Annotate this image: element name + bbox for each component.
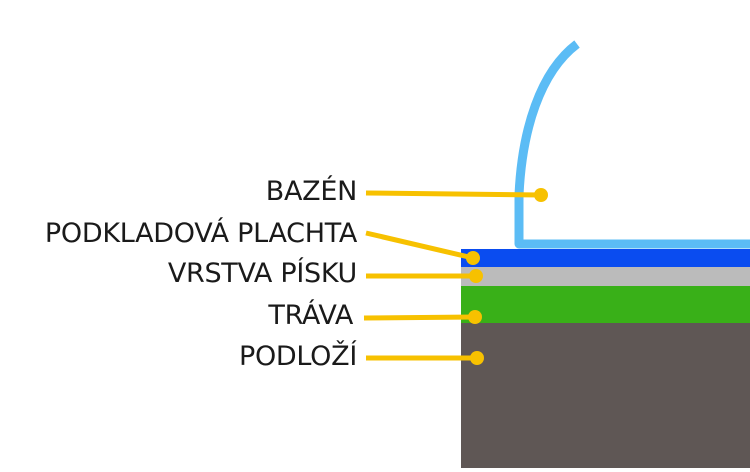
leader-vrstva-pisku <box>366 269 483 283</box>
marker-podlozi <box>470 351 484 365</box>
label-podkladova-plachta: PODKLADOVÁ PLACHTA <box>44 218 357 249</box>
marker-trava <box>468 310 482 324</box>
underlay-sheet-layer <box>461 249 750 267</box>
marker-bazen <box>534 188 548 202</box>
label-vrstva-pisku: VRSTVA PÍSKU <box>167 258 357 289</box>
pool-wall <box>514 40 750 249</box>
label-bazen: BAZÉN <box>265 176 358 207</box>
label-podlozi: PODLOŽÍ <box>238 341 357 372</box>
label-trava: TRÁVA <box>268 300 353 331</box>
grass-layer <box>461 286 750 323</box>
leader-bazen <box>365 188 548 202</box>
subsoil-layer <box>461 323 750 468</box>
marker-vrstva-pisku <box>469 269 483 283</box>
marker-podkladova-plachta <box>466 251 480 265</box>
leader-trava <box>363 310 482 324</box>
leader-podkladova-plachta <box>365 230 480 265</box>
leader-podlozi <box>366 351 484 365</box>
sand-layer <box>461 267 750 286</box>
